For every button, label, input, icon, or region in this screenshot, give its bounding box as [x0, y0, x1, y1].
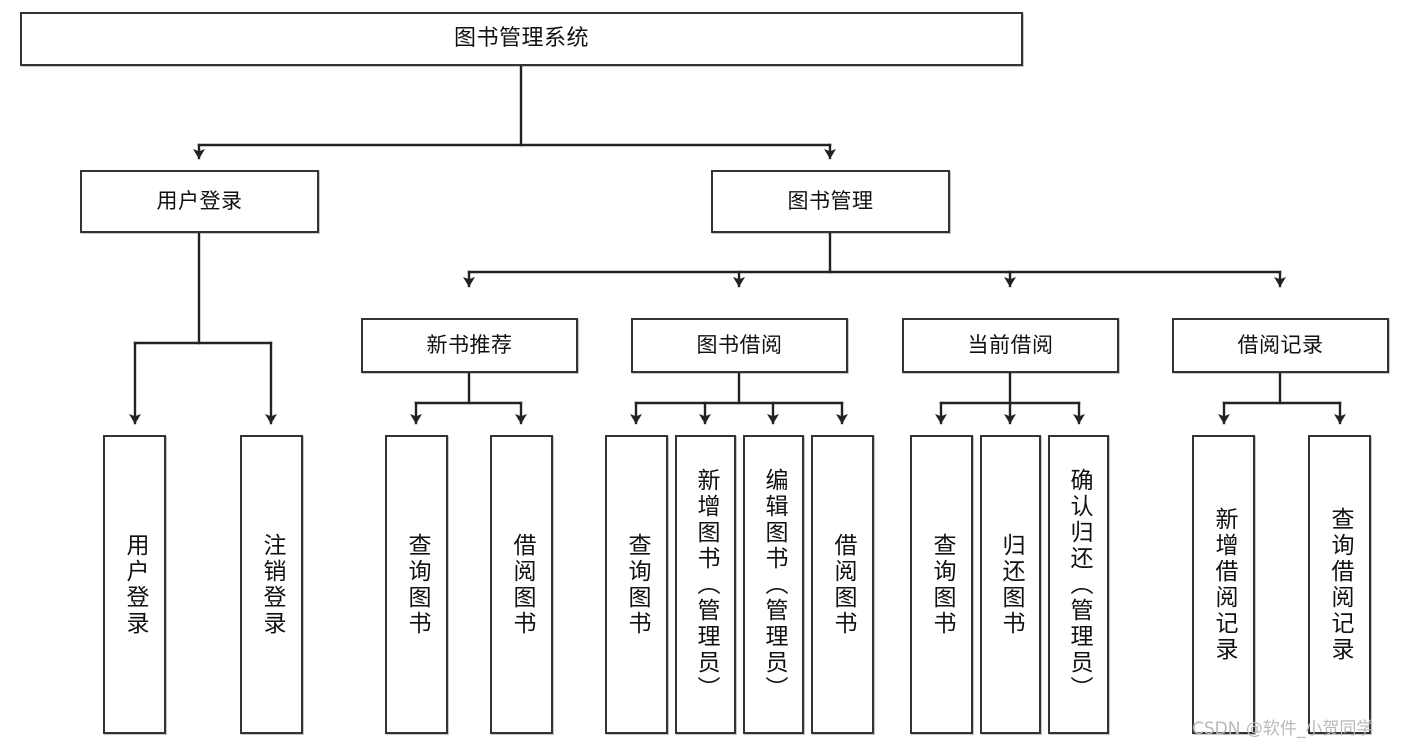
node-book-borrow[interactable]: 图书借阅 [631, 318, 848, 373]
node-new-book-recommend[interactable]: 新书推荐 [361, 318, 578, 373]
leaf-query-book-3[interactable]: 查询图书 [910, 435, 973, 734]
leaf-logout[interactable]: 注销登录 [240, 435, 303, 734]
leaf-edit-book[interactable]: 编辑图书（管理员） [743, 435, 804, 734]
leaf-borrow-book-2[interactable]: 借阅图书 [811, 435, 874, 734]
leaf-add-record-label: 新增借阅记录 [1211, 506, 1237, 663]
node-borrow-record-label: 借阅记录 [1237, 333, 1324, 358]
leaf-user-login-label: 用户登录 [122, 532, 148, 637]
leaf-add-book[interactable]: 新增图书（管理员） [675, 435, 736, 734]
node-current-borrow[interactable]: 当前借阅 [902, 318, 1119, 373]
node-user-login-label: 用户登录 [156, 189, 243, 214]
node-book-manage[interactable]: 图书管理 [711, 170, 950, 233]
leaf-user-login[interactable]: 用户登录 [103, 435, 166, 734]
node-book-borrow-label: 图书借阅 [696, 333, 783, 358]
leaf-query-book-1[interactable]: 查询图书 [385, 435, 448, 734]
leaf-query-book-1-label: 查询图书 [404, 532, 430, 637]
leaf-add-record[interactable]: 新增借阅记录 [1192, 435, 1255, 734]
leaf-edit-book-label: 编辑图书（管理员） [761, 467, 787, 702]
leaf-borrow-book-1-label: 借阅图书 [509, 532, 535, 637]
node-user-login[interactable]: 用户登录 [80, 170, 319, 233]
leaf-query-record[interactable]: 查询借阅记录 [1308, 435, 1371, 734]
node-root[interactable]: 图书管理系统 [20, 12, 1023, 66]
csdn-watermark: CSDN @软件_小贺同学 [1192, 719, 1374, 739]
node-root-label: 图书管理系统 [453, 26, 589, 52]
leaf-query-book-3-label: 查询图书 [929, 532, 955, 637]
node-new-book-recommend-label: 新书推荐 [426, 333, 513, 358]
leaf-add-book-label: 新增图书（管理员） [693, 467, 719, 702]
node-current-borrow-label: 当前借阅 [967, 333, 1054, 358]
leaf-return-book[interactable]: 归还图书 [980, 435, 1041, 734]
node-borrow-record[interactable]: 借阅记录 [1172, 318, 1389, 373]
leaf-confirm-return-label: 确认归还（管理员） [1066, 467, 1092, 702]
node-book-manage-label: 图书管理 [787, 189, 874, 214]
leaf-query-record-label: 查询借阅记录 [1327, 506, 1353, 663]
leaf-borrow-book-2-label: 借阅图书 [830, 532, 856, 637]
leaf-query-book-2-label: 查询图书 [624, 532, 650, 637]
leaf-query-book-2[interactable]: 查询图书 [605, 435, 668, 734]
leaf-logout-label: 注销登录 [259, 532, 285, 637]
leaf-return-book-label: 归还图书 [998, 532, 1024, 637]
leaf-borrow-book-1[interactable]: 借阅图书 [490, 435, 553, 734]
leaf-confirm-return[interactable]: 确认归还（管理员） [1048, 435, 1109, 734]
